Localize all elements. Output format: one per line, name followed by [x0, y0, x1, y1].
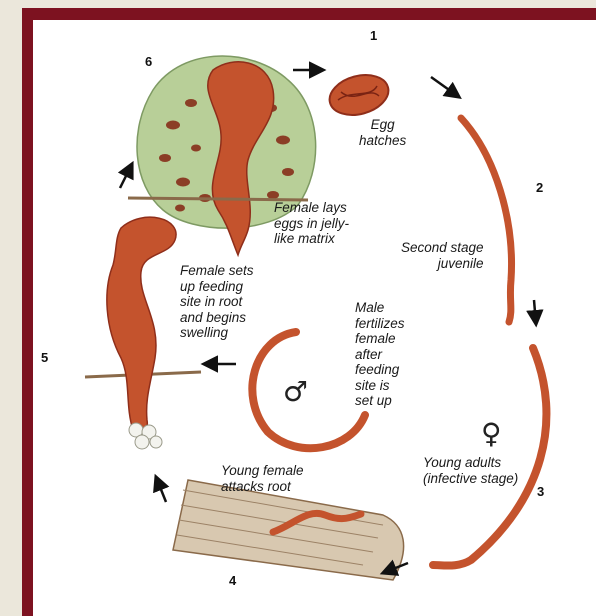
step-3-number: 3 [537, 484, 544, 499]
female-symbol: ♀ [481, 420, 502, 448]
male-nematode [252, 332, 365, 448]
stage-1-egg [325, 69, 393, 121]
step-3-caption: Young adults (infective stage) [423, 455, 518, 486]
step-2-caption: Second stage juvenile [401, 240, 484, 271]
diagram-artwork [33, 20, 596, 616]
step-1-number: 1 [370, 28, 377, 43]
step-5-caption: Female sets up feeding site in root and … [180, 263, 254, 341]
male-fertilizes-note: Male fertilizes female after feeding sit… [355, 300, 405, 409]
step-4-number: 4 [229, 573, 236, 588]
stage-2-juvenile [461, 118, 512, 322]
step-6-number: 6 [145, 54, 152, 69]
step-4-caption: Young female attacks root [221, 463, 304, 494]
step-2-number: 2 [536, 180, 543, 195]
step-1-caption: Egg hatches [359, 117, 406, 148]
life-cycle-diagram: 1 2 3 4 5 6 Egg hatches Second stage juv… [33, 20, 596, 616]
male-symbol: ♂ [283, 378, 308, 406]
step-5-number: 5 [41, 350, 48, 365]
step-6-caption: Female lays eggs in jelly- like matrix [274, 200, 349, 247]
stage-4-root [173, 480, 404, 580]
